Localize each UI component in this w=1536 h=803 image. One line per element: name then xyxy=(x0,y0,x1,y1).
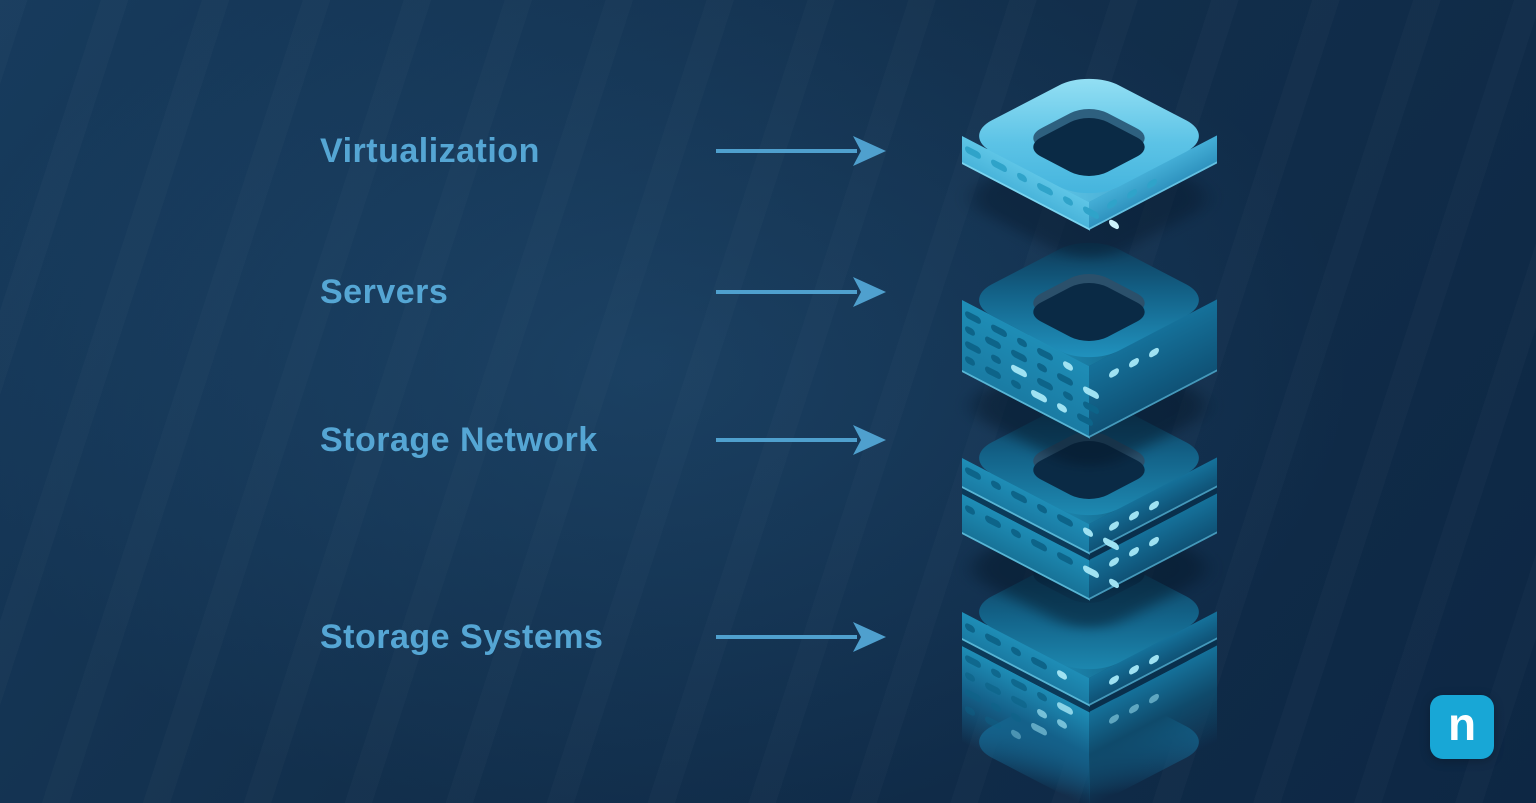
servers-label: Servers xyxy=(320,272,449,311)
right-arrow-icon xyxy=(716,425,886,455)
row-storage-systems: Storage Systems xyxy=(320,613,886,661)
storage-network-label: Storage Network xyxy=(320,420,598,459)
right-arrow-icon xyxy=(716,277,886,307)
ninjaone-logo[interactable]: n xyxy=(1430,695,1494,759)
row-storage-network: Storage Network xyxy=(320,416,886,464)
row-servers: Servers xyxy=(320,268,886,316)
storage-systems-label: Storage Systems xyxy=(320,617,604,656)
right-arrow-icon xyxy=(716,136,886,166)
ninjaone-logo-letter: n xyxy=(1447,698,1477,750)
right-arrow-icon xyxy=(716,622,886,652)
isometric-stack-illustration xyxy=(929,0,1249,803)
virtualization-layer-icon xyxy=(929,0,1249,803)
row-virtualization: Virtualization xyxy=(320,127,886,175)
virtualization-label: Virtualization xyxy=(320,131,540,170)
